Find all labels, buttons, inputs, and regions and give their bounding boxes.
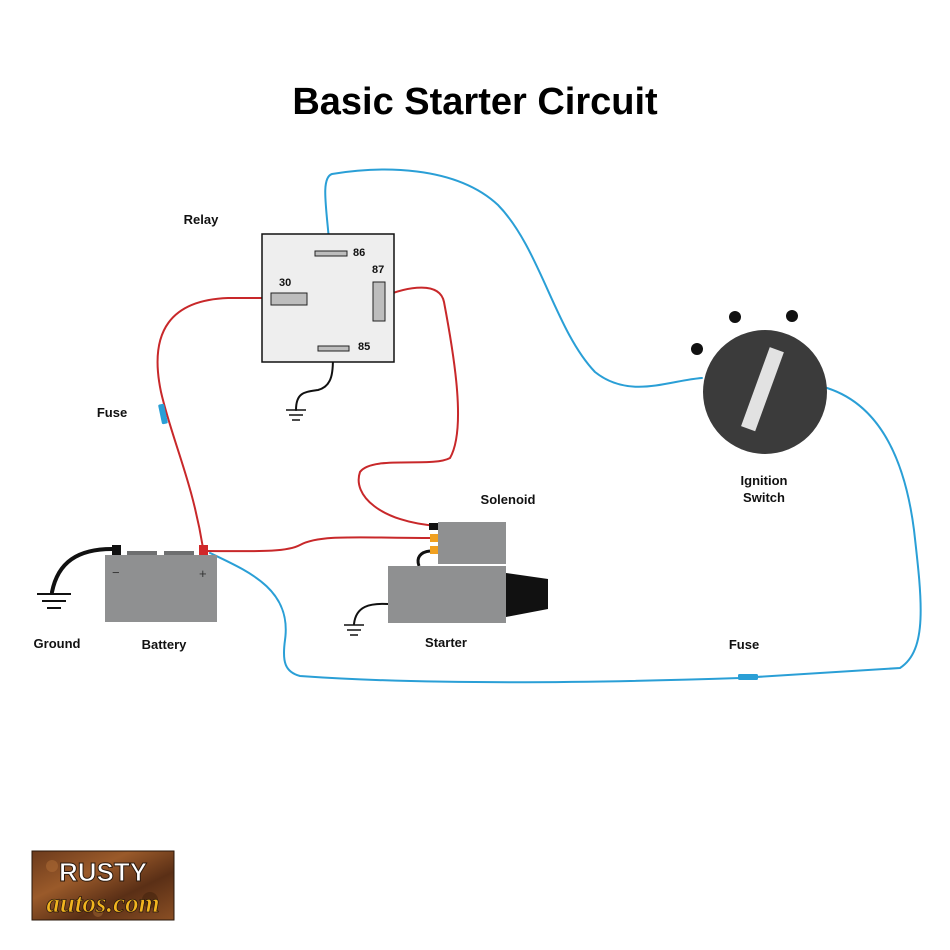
battery-cap (164, 551, 194, 555)
ignition-position-dot (691, 343, 703, 355)
red-wire-battery-to-relay-30 (156, 297, 291, 549)
fuse-right-label: Fuse (729, 637, 759, 652)
relay-terminal-30 (270, 292, 308, 306)
ground-wire-battery-negative (50, 547, 114, 594)
ground-symbol-battery (37, 593, 71, 609)
battery-positive-terminal (199, 545, 208, 555)
ignition-label-line2: Switch (743, 490, 785, 505)
red-wire-relay-87-to-solenoid (357, 286, 460, 527)
ignition-key-slot (741, 347, 784, 432)
battery-body (105, 555, 217, 622)
ignition-label-line1: Ignition (741, 473, 788, 488)
fuse-right (738, 674, 758, 680)
solenoid (429, 522, 506, 564)
blue-wire-relay-86-to-ignition (324, 168, 703, 388)
ground-symbol-relay (286, 409, 306, 421)
solenoid-label: Solenoid (481, 492, 536, 507)
starter-label: Starter (425, 635, 467, 650)
ignition-position-dot (786, 310, 798, 322)
ignition-position-dot (729, 311, 741, 323)
relay-pin-30-label: 30 (279, 277, 291, 289)
logo-rusty-text: RUSTY (59, 857, 147, 887)
rusty-autos-logo: RUSTY autos.com (31, 850, 175, 921)
ground-wire-relay-85 (295, 351, 334, 411)
relay-terminal-85 (317, 345, 350, 352)
blue-wire-battery-to-ignition (209, 387, 922, 684)
relay-pin-86-label: 86 (353, 247, 365, 259)
logo-autos-text: autos.com (46, 888, 159, 918)
solenoid-battery-terminal (430, 534, 438, 542)
relay-pin-87-label: 87 (372, 264, 384, 276)
fuse-left-label: Fuse (97, 405, 127, 420)
red-wire-battery-to-solenoid (202, 536, 439, 553)
logo-background (31, 850, 175, 921)
relay-terminal-86 (314, 250, 348, 257)
relay-label: Relay (184, 212, 219, 227)
diagram-title: Basic Starter Circuit (292, 81, 658, 123)
relay: 86 87 30 85 (261, 233, 395, 363)
starter-body (388, 566, 506, 623)
solenoid-body (438, 522, 506, 564)
ground-wire-starter (353, 602, 389, 625)
battery-negative-terminal (112, 545, 121, 555)
battery-negative-symbol: − (112, 565, 120, 580)
relay-pin-85-label: 85 (358, 341, 370, 353)
solenoid-motor-terminal (430, 546, 438, 554)
ground-symbol-starter (344, 624, 364, 636)
ignition-switch[interactable] (691, 310, 827, 454)
starter-drive-nose (506, 573, 548, 617)
battery-positive-symbol: + (199, 566, 207, 581)
battery-cap (127, 551, 157, 555)
relay-terminal-87 (372, 281, 386, 322)
solenoid-to-starter-strap (416, 549, 431, 567)
ground-label: Ground (34, 636, 81, 651)
fuse-left (158, 403, 168, 425)
solenoid-trigger-terminal (429, 523, 438, 530)
battery-label: Battery (142, 637, 188, 652)
battery: − + (105, 545, 217, 622)
starter (388, 566, 548, 623)
